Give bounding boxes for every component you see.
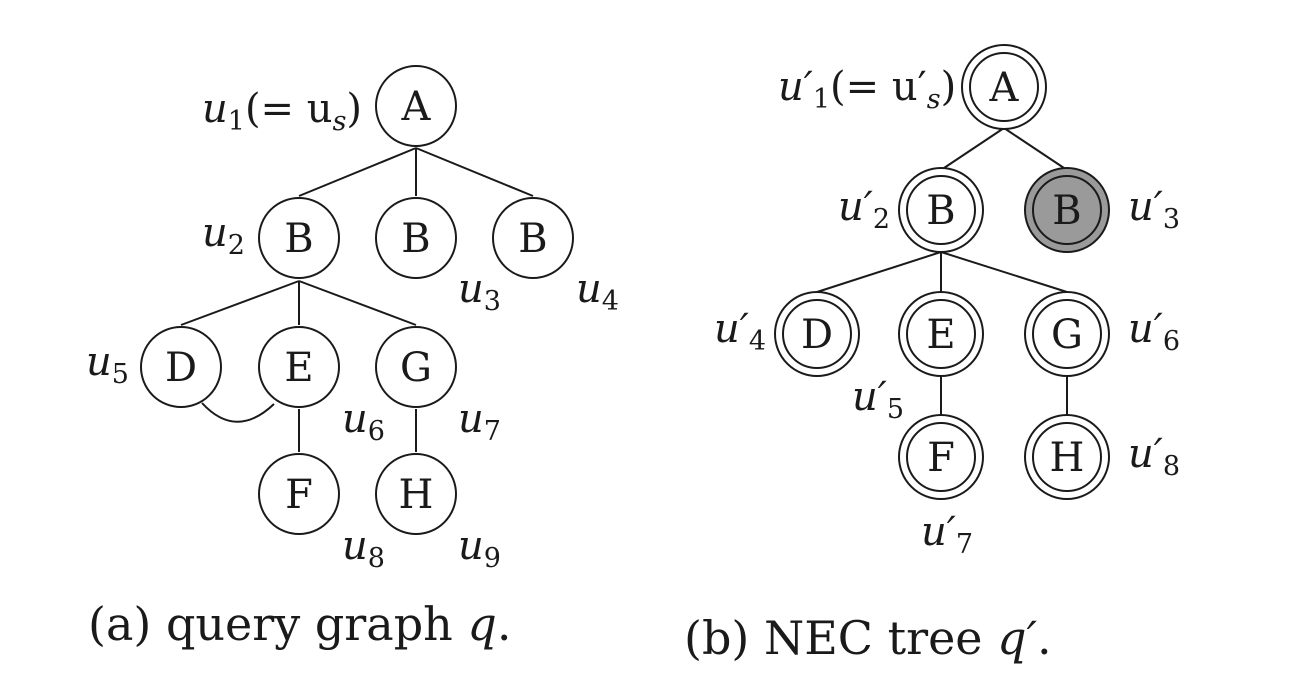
node-circle-inner: [782, 299, 852, 369]
node-letter: H: [1050, 435, 1085, 481]
edge-v2-v6: [940, 251, 1068, 293]
node-letter: D: [801, 312, 833, 358]
node-label-u7: u7: [458, 396, 501, 447]
node-v7: F u′7: [898, 414, 984, 560]
node-label-v2: u′2: [838, 184, 890, 235]
node-circle-outer: [774, 291, 860, 377]
edge-v1-v2: [940, 127, 1005, 171]
node-label-v4: u′4: [714, 306, 766, 357]
node-circle-outer: [1024, 291, 1110, 377]
node-letter: B: [926, 188, 955, 234]
node-circle: [258, 453, 340, 535]
node-letter: G: [400, 345, 432, 391]
node-letter: D: [165, 345, 197, 391]
node-label-v8: u′8: [1128, 431, 1180, 482]
node-v1: A u′1(= u′s): [778, 44, 1047, 130]
node-circle-inner: [1032, 175, 1102, 245]
node-u3: B u3: [375, 197, 501, 317]
node-circle-outer: [1024, 167, 1110, 253]
node-label-v3: u′3: [1128, 184, 1180, 235]
node-u1: A u1(= us): [202, 65, 457, 147]
node-v6: G u′6: [1024, 291, 1180, 377]
node-letter: G: [1051, 312, 1083, 358]
node-circle: [258, 326, 340, 408]
node-v5: E u′5: [852, 291, 984, 425]
edge-u1-u4: [415, 147, 534, 197]
node-label-u1: u1(= us): [202, 86, 362, 137]
node-letter: B: [401, 216, 430, 262]
edge-u2-u7: [298, 280, 417, 326]
node-circle-outer: [898, 167, 984, 253]
node-u9: H u9: [375, 453, 501, 574]
node-v8: H u′8: [1024, 414, 1180, 500]
node-label-u2: u2: [202, 210, 245, 261]
node-label-u5: u5: [86, 339, 129, 390]
node-circle: [375, 326, 457, 408]
edge-v1-v3: [1003, 127, 1068, 171]
node-u6: E u6: [258, 326, 385, 447]
node-letter: B: [1052, 188, 1081, 234]
edge-v2-v4: [816, 251, 942, 293]
node-u5: D u5: [86, 326, 222, 408]
node-label-u6: u6: [342, 396, 385, 447]
node-letter: B: [284, 216, 313, 262]
caption-panel-b: (b) NEC tree q′.: [684, 611, 1052, 665]
node-letter: A: [401, 84, 432, 130]
node-circle-inner: [1032, 422, 1102, 492]
panel-b-nec-tree: A u′1(= u′s) B u′2 B u′3 D u′4 E: [684, 44, 1180, 665]
node-circle: [492, 197, 574, 279]
node-circle-inner: [906, 422, 976, 492]
node-letter: F: [927, 435, 955, 481]
node-v3-highlighted: B u′3: [1024, 167, 1180, 253]
panel-a-query-graph: A u1(= us) B u2 B u3 B u4 D u5: [86, 65, 619, 651]
node-label-u4: u4: [576, 266, 619, 317]
node-label-v1: u′1(= u′s): [778, 64, 956, 115]
node-u2: B u2: [202, 197, 340, 279]
node-letter: B: [518, 216, 547, 262]
edge-u5-u6: [201, 402, 275, 423]
node-circle-inner: [906, 175, 976, 245]
node-letter: A: [989, 65, 1020, 111]
node-v4: D u′4: [714, 291, 860, 377]
node-letter: E: [926, 312, 955, 358]
node-circle: [140, 326, 222, 408]
caption-panel-a: (a) query graph q.: [88, 597, 511, 651]
node-circle-outer: [898, 291, 984, 377]
node-circle-inner: [1032, 299, 1102, 369]
node-circle-outer: [961, 44, 1047, 130]
node-circle: [258, 197, 340, 279]
node-circle-inner: [906, 299, 976, 369]
node-circle: [375, 197, 457, 279]
node-label-u9: u9: [458, 523, 501, 574]
node-label-v6: u′6: [1128, 306, 1180, 357]
node-label-u8: u8: [342, 523, 385, 574]
edge-u2-u5: [180, 280, 300, 326]
node-letter: F: [285, 472, 313, 518]
node-circle-inner: [969, 52, 1039, 122]
node-v2: B u′2: [838, 167, 984, 253]
node-letter: H: [399, 472, 434, 518]
edge-u1-u2: [298, 147, 417, 197]
node-letter: E: [284, 345, 313, 391]
node-label-v5: u′5: [852, 374, 904, 425]
node-label-v7: u′7: [921, 509, 973, 560]
node-u7: G u7: [375, 326, 501, 447]
node-circle-outer: [1024, 414, 1110, 500]
node-circle: [375, 65, 457, 147]
node-u8: F u8: [258, 453, 385, 574]
node-circle: [375, 453, 457, 535]
node-circle-outer: [898, 414, 984, 500]
node-label-u3: u3: [458, 266, 501, 317]
node-u4: B u4: [492, 197, 619, 317]
